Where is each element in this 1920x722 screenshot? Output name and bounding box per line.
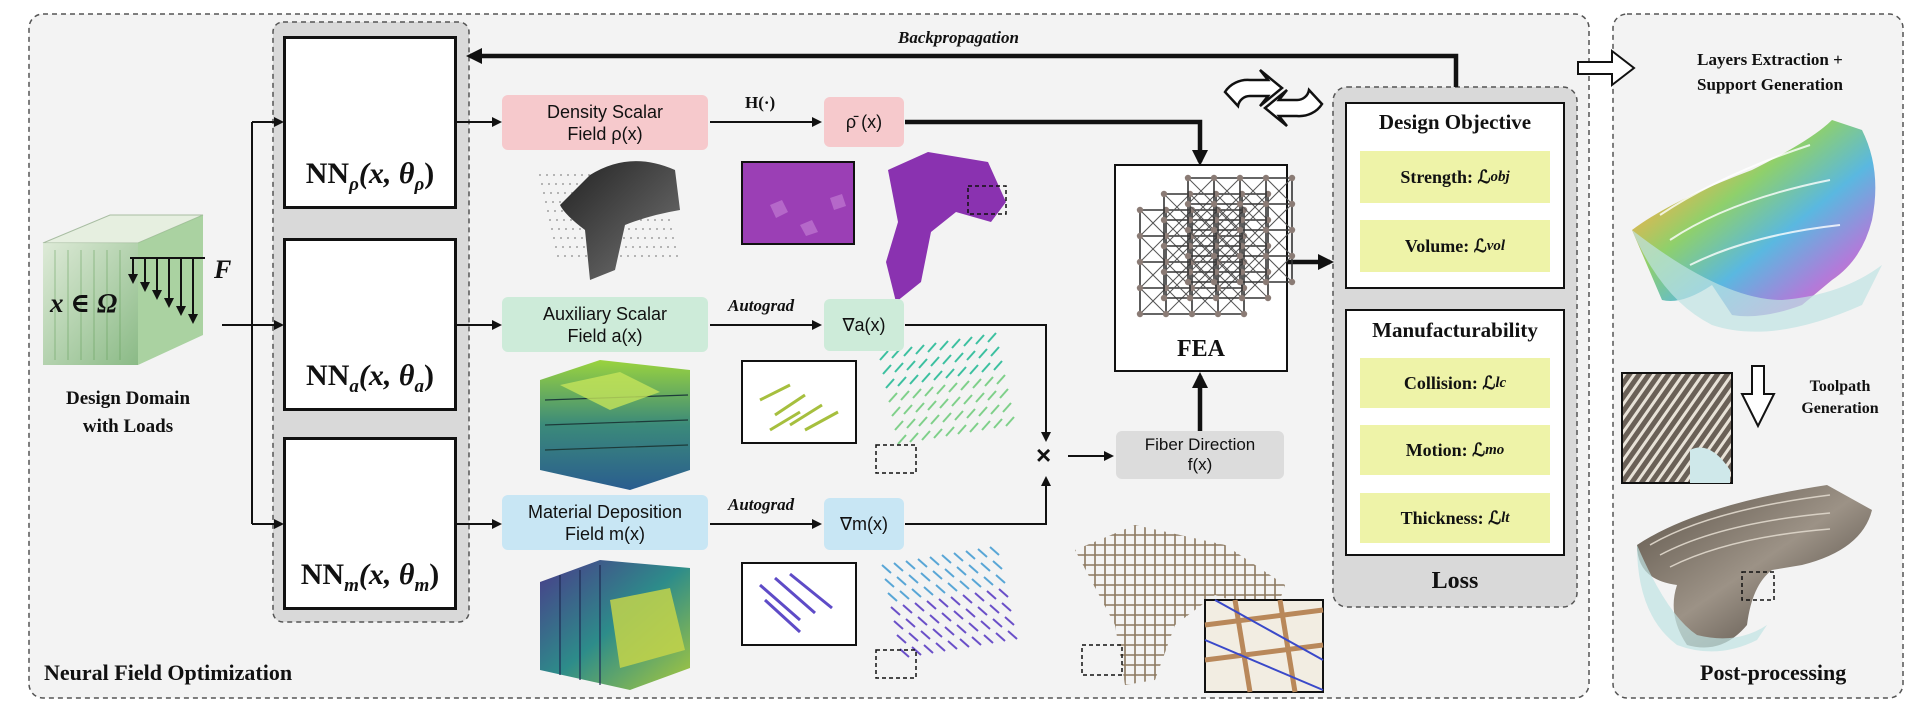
grad-a-label: ∇a(x) — [842, 315, 886, 335]
design-objective-title: Design Objective — [1378, 110, 1532, 134]
toolpath-line1: Toolpath — [1809, 378, 1871, 395]
loss-label: Loss — [1431, 568, 1479, 594]
density-voxel-render — [886, 152, 1007, 302]
material-gradient-inset — [741, 562, 857, 646]
domain-caption-line2: with Loads — [82, 416, 174, 437]
post-panel-label: Post-processing — [1700, 660, 1847, 685]
auxiliary-gradient-render — [875, 332, 1015, 474]
toolpath-part-render — [1637, 485, 1872, 652]
toolpath-line2: Generation — [1801, 400, 1879, 417]
fiber-direction-box: Fiber Direction f(x) — [1116, 431, 1284, 479]
material-gradient-render — [875, 546, 1018, 679]
toolpath-down-arrow — [1740, 365, 1776, 429]
grad-m-box: ∇m(x) — [824, 498, 904, 550]
layers-extraction-line2: Support Generation — [1697, 75, 1843, 94]
auxiliary-field-box: Auxiliary Scalar Field a(x) — [502, 297, 708, 352]
nn-rho-label: NNρ(x, θρ) — [305, 157, 435, 195]
fea-lattice-icon — [1136, 174, 1296, 318]
input-arrows — [222, 117, 284, 529]
main-panel-label: Neural Field Optimization — [44, 660, 293, 685]
nn-m-label: NNm(x, θm) — [300, 558, 440, 596]
design-domain-cube — [42, 214, 204, 365]
heaviside-label: H(·) — [745, 93, 776, 112]
density-field-line1: Density Scalar — [546, 101, 664, 122]
cycle-icon — [1223, 69, 1324, 127]
domain-symbol: x ∈ Ω — [50, 288, 118, 318]
auxiliary-gradient-inset — [741, 360, 857, 444]
rho-bar-label: ρ̄ (x) — [845, 112, 883, 132]
auxiliary-field-line2: Field a(x) — [567, 325, 643, 346]
autograd-label-a: Autograd — [728, 296, 795, 315]
nn-rho-box: NNρ(x, θρ) — [283, 36, 457, 209]
layers-extraction-line1: Layers Extraction + — [1697, 50, 1843, 69]
rho-to-fea-arrow — [905, 119, 1208, 166]
auxiliary-field-render — [540, 360, 690, 490]
grad-a-box: ∇a(x) — [824, 299, 904, 351]
fea-box — [1114, 164, 1288, 372]
grad-m-label: ∇m(x) — [839, 514, 889, 534]
toolpath-inset — [1621, 372, 1733, 484]
fiber-lattice-render — [1075, 525, 1285, 685]
material-field-line2: Field m(x) — [565, 523, 645, 544]
grad-m-to-product-arrow — [905, 476, 1051, 525]
material-field-line1: Material Deposition — [527, 501, 683, 522]
to-postprocessing-arrow — [1577, 48, 1636, 88]
density-field-line2: Field ρ(x) — [567, 123, 643, 144]
material-field-render — [540, 560, 690, 690]
fiber-lattice-inset — [1204, 599, 1324, 693]
backpropagation-arrow — [466, 48, 1459, 87]
density-pointcloud-render — [539, 161, 680, 280]
rho-bar-box: ρ̄ (x) — [824, 97, 904, 147]
manufacturability-title: Manufacturability — [1372, 318, 1538, 342]
material-field-box: Material Deposition Field m(x) — [502, 495, 708, 550]
autograd-label-m: Autograd — [728, 495, 795, 514]
fiber-direction-line1: Fiber Direction — [1144, 435, 1256, 454]
domain-caption-line1: Design Domain — [65, 388, 191, 409]
product-symbol: × — [1036, 440, 1052, 470]
fiber-direction-line2: f(x) — [1187, 455, 1213, 474]
layered-part-render — [1632, 120, 1882, 332]
density-field-box: Density Scalar Field ρ(x) — [502, 95, 708, 150]
fea-label: FEA — [1177, 336, 1225, 362]
density-voxel-inset — [741, 161, 855, 245]
nn-to-field-arrows — [457, 117, 822, 529]
backpropagation-label: Backpropagation — [898, 28, 1019, 47]
nn-a-box: NNa(x, θa) — [283, 238, 457, 411]
force-label: F — [214, 255, 232, 284]
auxiliary-field-line1: Auxiliary Scalar — [542, 303, 668, 324]
grad-a-to-product-arrow — [905, 324, 1051, 442]
nn-m-box: NNm(x, θm) — [283, 437, 457, 610]
load-arrows — [128, 257, 205, 324]
nn-a-label: NNa(x, θa) — [306, 359, 434, 397]
